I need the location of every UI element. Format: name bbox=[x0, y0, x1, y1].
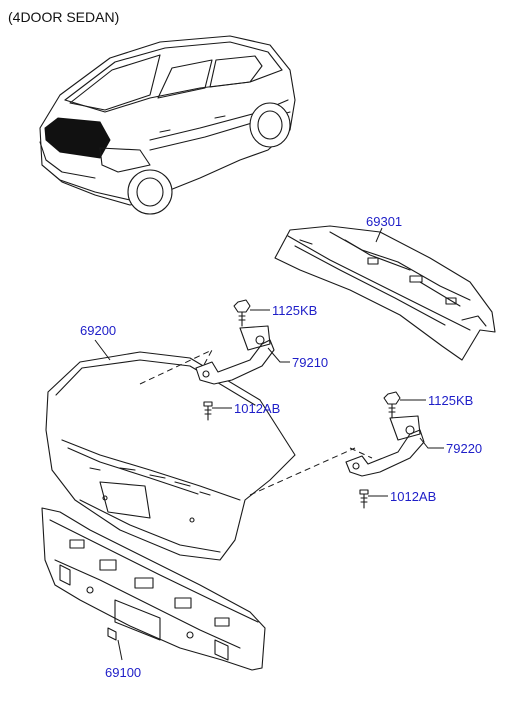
bolt-1125kb-left bbox=[233, 299, 251, 327]
bolt-1012ab-left bbox=[203, 401, 213, 421]
label-1125kb-left: 1125KB bbox=[272, 303, 317, 318]
part-labels: 69301 1125KB 69200 79210 1012AB 1125KB 7… bbox=[80, 214, 482, 680]
vehicle-illustration bbox=[39, 35, 296, 215]
label-79220: 79220 bbox=[446, 441, 482, 456]
callout-leaders bbox=[94, 227, 444, 661]
label-1012ab-left: 1012AB bbox=[234, 401, 280, 416]
label-69100: 69100 bbox=[105, 665, 141, 680]
assembly-guide-lines bbox=[139, 348, 373, 496]
label-1125kb-right: 1125KB bbox=[428, 393, 473, 408]
label-79210: 79210 bbox=[292, 355, 328, 370]
trunk-hinge-right bbox=[345, 415, 425, 477]
diagram-caption: (4DOOR SEDAN) bbox=[8, 9, 120, 25]
label-69301: 69301 bbox=[366, 214, 402, 229]
bolt-1125kb-right bbox=[383, 391, 401, 419]
label-1012ab-right: 1012AB bbox=[390, 489, 436, 504]
trunk-hinge-left bbox=[195, 325, 275, 385]
rear-package-shelf-panel bbox=[274, 225, 496, 361]
trunk-lid bbox=[45, 351, 296, 561]
label-69200: 69200 bbox=[80, 323, 116, 338]
rear-back-panel bbox=[41, 507, 266, 671]
bolt-1012ab-right bbox=[359, 489, 369, 509]
